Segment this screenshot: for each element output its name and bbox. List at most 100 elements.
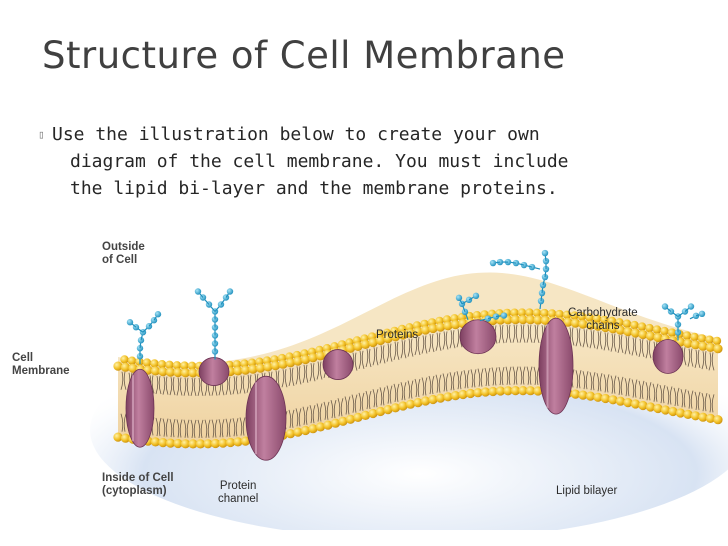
phospholipid-head: [667, 328, 677, 337]
lipid-tail: [365, 348, 372, 368]
phospholipid-head: [368, 337, 378, 348]
phospholipid-head: [712, 336, 722, 346]
lipid-tail: [295, 408, 302, 427]
phospholipid-head: [607, 316, 617, 326]
phospholipid-head: [405, 328, 416, 338]
carbohydrate-bead: [226, 288, 234, 295]
phospholipid-head: [113, 361, 123, 371]
phospholipid-head: [210, 438, 221, 449]
lipid-tail: [596, 373, 603, 392]
phospholipid-head: [653, 403, 663, 414]
lipid-tail: [687, 390, 694, 409]
phospholipid-head: [525, 315, 536, 325]
lipid-tail: [491, 367, 498, 386]
phospholipid-head: [165, 438, 176, 448]
lipid-tail: [379, 345, 386, 364]
body-line: Use the illustration below to create you…: [52, 124, 540, 145]
phospholipid-head: [450, 320, 461, 330]
phospholipid-head: [652, 325, 662, 334]
carbohydrate-bead: [154, 311, 162, 318]
phospholipid-head: [592, 314, 602, 323]
phospholipid-head: [120, 355, 129, 364]
phospholipid-head: [698, 341, 708, 351]
phospholipid-head: [158, 367, 168, 377]
lipid-tail: [708, 394, 715, 413]
phospholipid-head: [285, 429, 296, 439]
phospholipid-head: [608, 324, 618, 334]
phospholipid-head: [578, 319, 588, 329]
lipid-tail: [477, 368, 484, 387]
lipid-tail: [603, 332, 610, 351]
lipid-tail: [351, 394, 358, 413]
lipid-tail: [400, 340, 407, 359]
phospholipid-head: [630, 399, 641, 409]
phospholipid-head: [683, 338, 693, 348]
phospholipid-head: [315, 422, 326, 432]
lipid-tail: [624, 336, 631, 355]
carbohydrate-bead: [211, 332, 219, 339]
phospholipid-head: [668, 406, 678, 417]
phospholipid-head: [615, 325, 626, 335]
lipid-tail: [575, 370, 582, 389]
carbohydrate-bead: [674, 321, 682, 328]
phospholipid-head: [233, 437, 243, 447]
lipid-tail: [512, 366, 519, 385]
lipid-tail: [365, 390, 372, 410]
body-line: the lipid bi-layer and the membrane prot…: [70, 178, 558, 199]
phospholipid-head: [540, 308, 549, 318]
lipid-tail: [624, 378, 631, 397]
carbohydrate-bead: [489, 259, 497, 267]
lipid-tail: [617, 334, 624, 354]
phospholipid-head: [383, 405, 393, 415]
carbohydrate-bead: [211, 340, 219, 347]
lipid-tail: [155, 375, 162, 395]
phospholipid-head: [585, 391, 596, 401]
lipid-tail: [442, 331, 449, 350]
lipid-tail: [295, 366, 302, 385]
label-protein-channel: Protein channel: [218, 480, 259, 505]
lipid-tail: [239, 417, 246, 436]
lipid-tail: [120, 413, 127, 432]
lipid-tail: [526, 324, 533, 343]
phospholipid-head: [547, 309, 557, 318]
phospholipid-head: [653, 332, 663, 343]
lipid-tail: [288, 409, 295, 428]
phospholipid-head: [578, 390, 588, 400]
phospholipid-head: [518, 315, 528, 325]
lipid-tail: [288, 367, 295, 386]
lipid-tail: [589, 372, 596, 391]
lipid-tail: [309, 363, 316, 382]
phospholipid-head: [697, 334, 707, 343]
phospholipid-head: [300, 425, 311, 436]
phospholipid-head: [225, 437, 236, 448]
membrane-protein: [198, 357, 230, 386]
lipid-tail: [638, 338, 645, 358]
phospholipid-head: [180, 439, 191, 449]
phospholipid-head: [608, 395, 618, 405]
phospholipid-head: [188, 439, 198, 449]
phospholipid-head: [187, 361, 197, 370]
lipid-tail: [183, 419, 190, 438]
phospholipid-head: [638, 400, 648, 411]
phospholipid-head: [368, 408, 378, 419]
lipid-tail: [344, 396, 351, 415]
lipid-tail: [358, 392, 365, 411]
lipid-tail: [372, 347, 379, 366]
lipid-tail: [449, 372, 456, 391]
lipid-tail: [218, 419, 225, 438]
phospholipid-head: [503, 386, 513, 396]
phospholipid-head: [690, 411, 701, 421]
lipid-tail: [701, 393, 708, 412]
lipid-tail: [645, 340, 652, 359]
phospholipid-head: [570, 389, 581, 399]
phospholipid-head: [690, 332, 699, 342]
carbohydrate-bead: [211, 324, 219, 331]
phospholipid-head: [315, 351, 326, 361]
lipid-tail: [498, 366, 505, 386]
phospholipid-head: [682, 331, 692, 340]
phospholipid-head: [375, 406, 386, 417]
phospholipid-head: [577, 312, 587, 321]
phospholipid-head: [458, 389, 468, 400]
lipid-tail: [169, 418, 176, 438]
phospholipid-head: [623, 327, 633, 337]
